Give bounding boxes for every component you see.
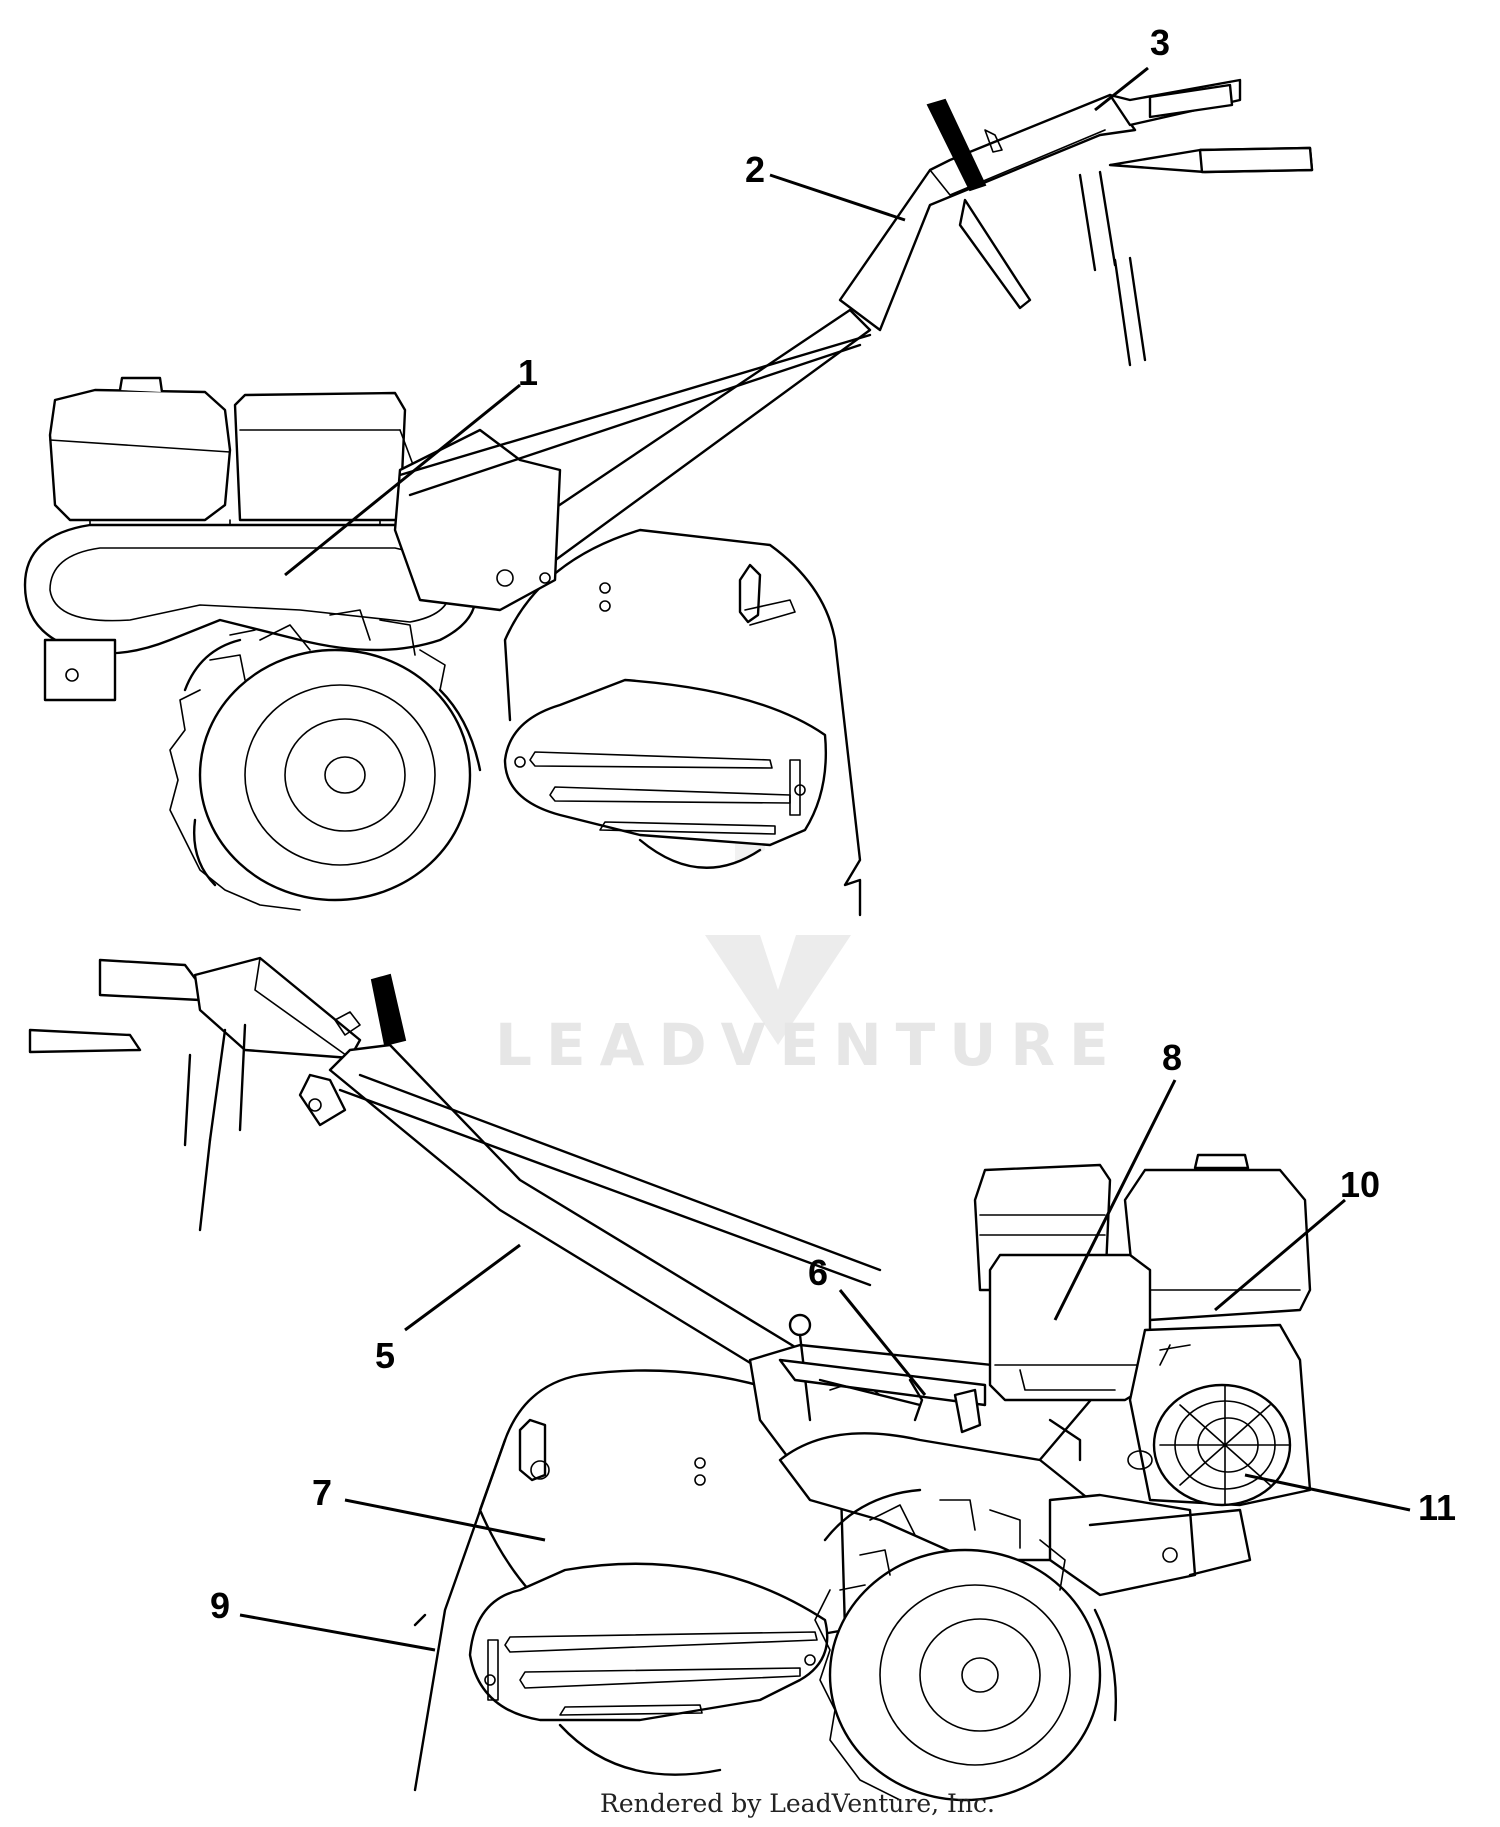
callout-10: 10 xyxy=(1340,1164,1380,1205)
bottom-handlebar xyxy=(28,956,882,1377)
callout-9: 9 xyxy=(210,1585,230,1626)
bottom-controls xyxy=(778,1313,987,1434)
callout-7: 7 xyxy=(312,1472,332,1513)
callout-11: 11 xyxy=(1418,1487,1456,1528)
callout-5: 5 xyxy=(375,1335,395,1376)
callout-2: 2 xyxy=(745,149,765,190)
leader-1 xyxy=(284,383,521,577)
top-engine xyxy=(48,376,416,561)
leader-2 xyxy=(769,173,906,222)
watermark: LEADVENTURE xyxy=(495,775,1123,1079)
top-handlebar xyxy=(393,78,1314,612)
bottom-wheel xyxy=(814,1488,1118,1802)
callout-8: 8 xyxy=(1162,1037,1182,1078)
leader-11 xyxy=(1244,1473,1411,1512)
top-tine-shield xyxy=(503,678,828,869)
leader-lines xyxy=(239,66,1411,1652)
leader-3 xyxy=(1094,66,1149,112)
leader-8 xyxy=(1053,1079,1177,1321)
tiller-top-view xyxy=(23,78,1314,917)
callout-6: 6 xyxy=(808,1252,828,1293)
leader-9 xyxy=(239,1613,436,1652)
leader-6 xyxy=(838,1289,927,1396)
tiller-bottom-view xyxy=(28,956,1312,1802)
footer-credit: Rendered by LeadVenture, Inc. xyxy=(600,1789,995,1818)
callouts: 1 2 3 5 6 7 8 9 10 11 xyxy=(210,22,1456,1626)
leader-7 xyxy=(344,1498,546,1542)
top-wheel xyxy=(169,609,482,911)
watermark-text: LEADVENTURE xyxy=(495,1011,1123,1079)
leader-5 xyxy=(404,1243,521,1332)
bottom-tine-shield xyxy=(468,1562,829,1776)
callout-3: 3 xyxy=(1150,22,1170,63)
leader-10 xyxy=(1214,1198,1346,1312)
callout-1: 1 xyxy=(518,352,538,393)
bottom-engine xyxy=(973,1153,1312,1507)
